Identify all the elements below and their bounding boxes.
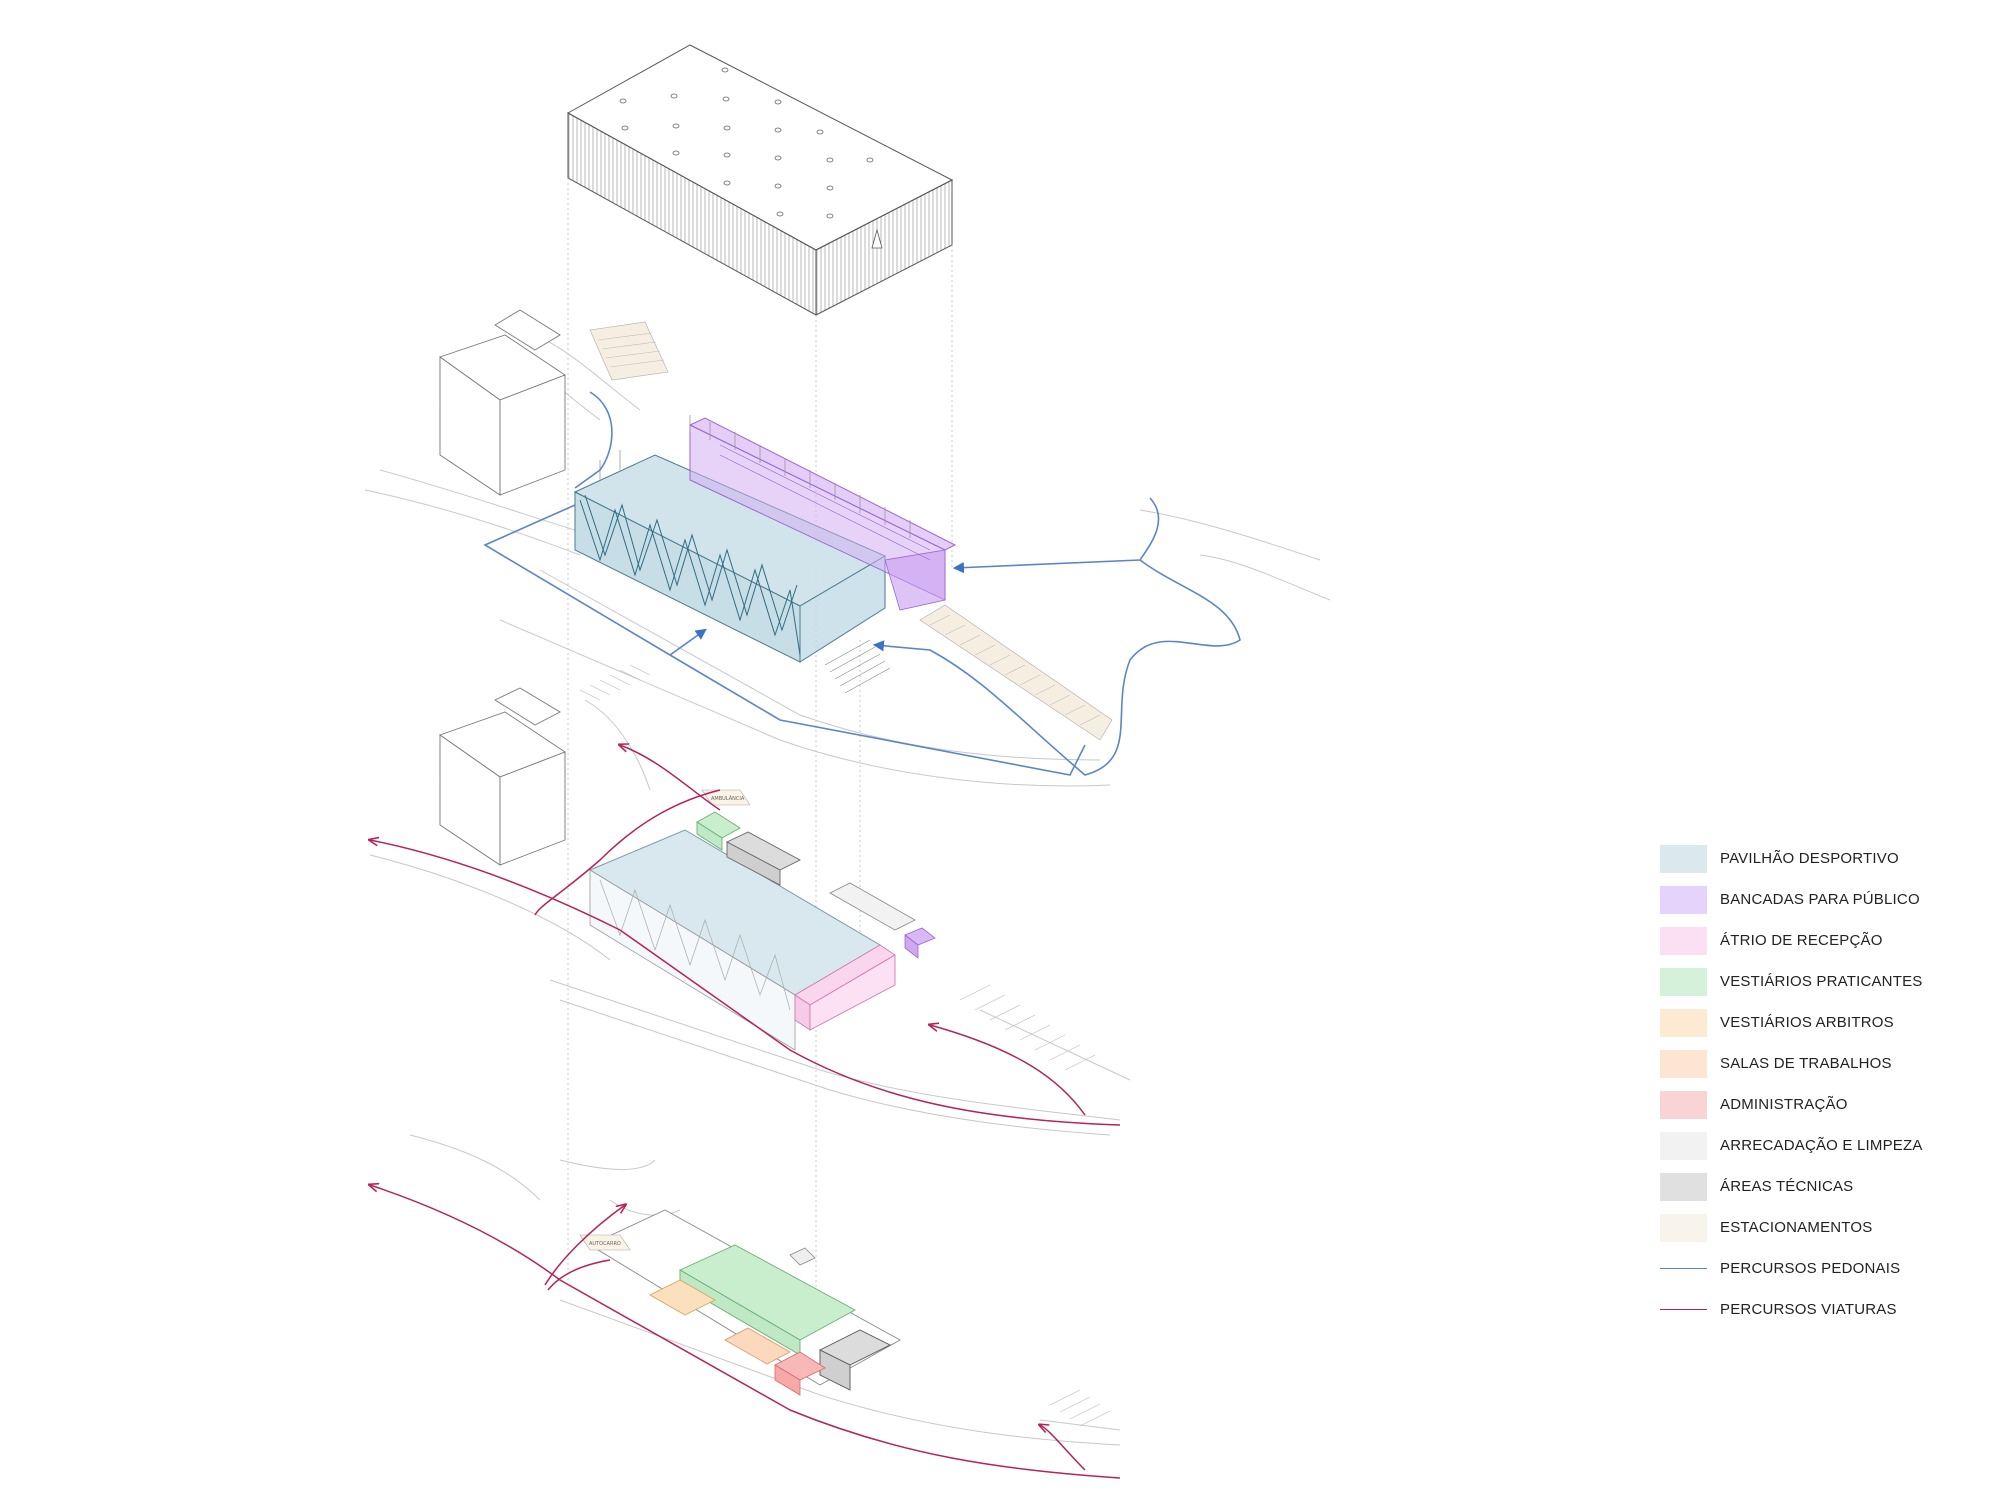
bus-label: AUTOCARRO xyxy=(589,1241,621,1247)
legend-label: ÁREAS TÉCNICAS xyxy=(1720,1178,1854,1195)
adjacent-building-upper xyxy=(439,309,566,496)
basement-layer: AUTOCARRO xyxy=(370,1134,1121,1479)
legend-item: ESTACIONAMENTOS xyxy=(1660,1207,1980,1248)
parking-upper-left xyxy=(589,321,669,381)
legend-item: ÁREAS TÉCNICAS xyxy=(1660,1166,1980,1207)
legend-color-swatch xyxy=(1660,1008,1707,1037)
vehicle-paths-basement xyxy=(370,1185,1121,1479)
storage-area-ground xyxy=(829,882,916,931)
structural-bracing xyxy=(579,494,801,656)
legend-color-swatch xyxy=(1660,1213,1707,1242)
legend-item: PAVILHÃO DESPORTIVO xyxy=(1660,838,1980,879)
roof-skylights xyxy=(619,67,874,219)
legend-item: PERCURSOS PEDONAIS xyxy=(1660,1248,1980,1289)
legend-color-swatch xyxy=(1660,926,1707,955)
pedestrian-paths xyxy=(483,391,1241,776)
legend-label: PAVILHÃO DESPORTIVO xyxy=(1720,850,1899,867)
legend-label: VESTIÁRIOS PRATICANTES xyxy=(1720,973,1923,990)
ambulance-plaque: AMBULÂNCIA xyxy=(701,789,751,806)
legend-item: SALAS DE TRABALHOS xyxy=(1660,1043,1980,1084)
legend-item: VESTIÁRIOS PRATICANTES xyxy=(1660,961,1980,1002)
legend-color-swatch xyxy=(1660,1131,1707,1160)
legend-label: ÁTRIO DE RECEPÇÃO xyxy=(1720,932,1883,949)
legend-color-swatch xyxy=(1660,1049,1707,1078)
legend-line-swatch xyxy=(1660,1309,1707,1310)
legend-label: ARRECADAÇÃO E LIMPEZA xyxy=(1720,1137,1923,1154)
parking-upper-right xyxy=(919,604,1113,741)
work-rooms-basement xyxy=(724,1327,791,1365)
legend-label: ESTACIONAMENTOS xyxy=(1720,1219,1873,1236)
referee-rooms-basement xyxy=(649,1279,716,1316)
legend-item: ARRECADAÇÃO E LIMPEZA xyxy=(1660,1125,1980,1166)
vehicle-paths-ground xyxy=(370,745,1121,1126)
roof-layer xyxy=(566,44,954,316)
ambulance-label: AMBULÂNCIA xyxy=(711,795,745,802)
legend-label: PERCURSOS VIATURAS xyxy=(1720,1301,1897,1318)
legend: PAVILHÃO DESPORTIVO BANCADAS PARA PÚBLICO… xyxy=(1660,838,1980,1330)
legend-label: PERCURSOS PEDONAIS xyxy=(1720,1260,1901,1277)
ground-floor-layer: AMBULÂNCIA xyxy=(370,664,1131,1136)
legend-line-swatch xyxy=(1660,1268,1707,1269)
legend-label: BANCADAS PARA PÚBLICO xyxy=(1720,891,1920,908)
legend-color-swatch xyxy=(1660,885,1707,914)
upper-floor-layer xyxy=(364,309,1331,787)
legend-label: ADMINISTRAÇÃO xyxy=(1720,1096,1848,1113)
adjacent-building-ground xyxy=(439,687,566,866)
legend-color-swatch xyxy=(1660,1090,1707,1119)
legend-item: ADMINISTRAÇÃO xyxy=(1660,1084,1980,1125)
legend-color-swatch xyxy=(1660,1172,1707,1201)
legend-color-swatch xyxy=(1660,967,1707,996)
legend-color-swatch xyxy=(1660,844,1707,873)
legend-item: BANCADAS PARA PÚBLICO xyxy=(1660,879,1980,920)
bus-plaque: AUTOCARRO xyxy=(579,1234,631,1251)
legend-label: SALAS DE TRABALHOS xyxy=(1720,1055,1892,1072)
legend-item: VESTIÁRIOS ARBITROS xyxy=(1660,1002,1980,1043)
legend-item: ÁTRIO DE RECEPÇÃO xyxy=(1660,920,1980,961)
legend-item: PERCURSOS VIATURAS xyxy=(1660,1289,1980,1330)
legend-label: VESTIÁRIOS ARBITROS xyxy=(1720,1014,1894,1031)
